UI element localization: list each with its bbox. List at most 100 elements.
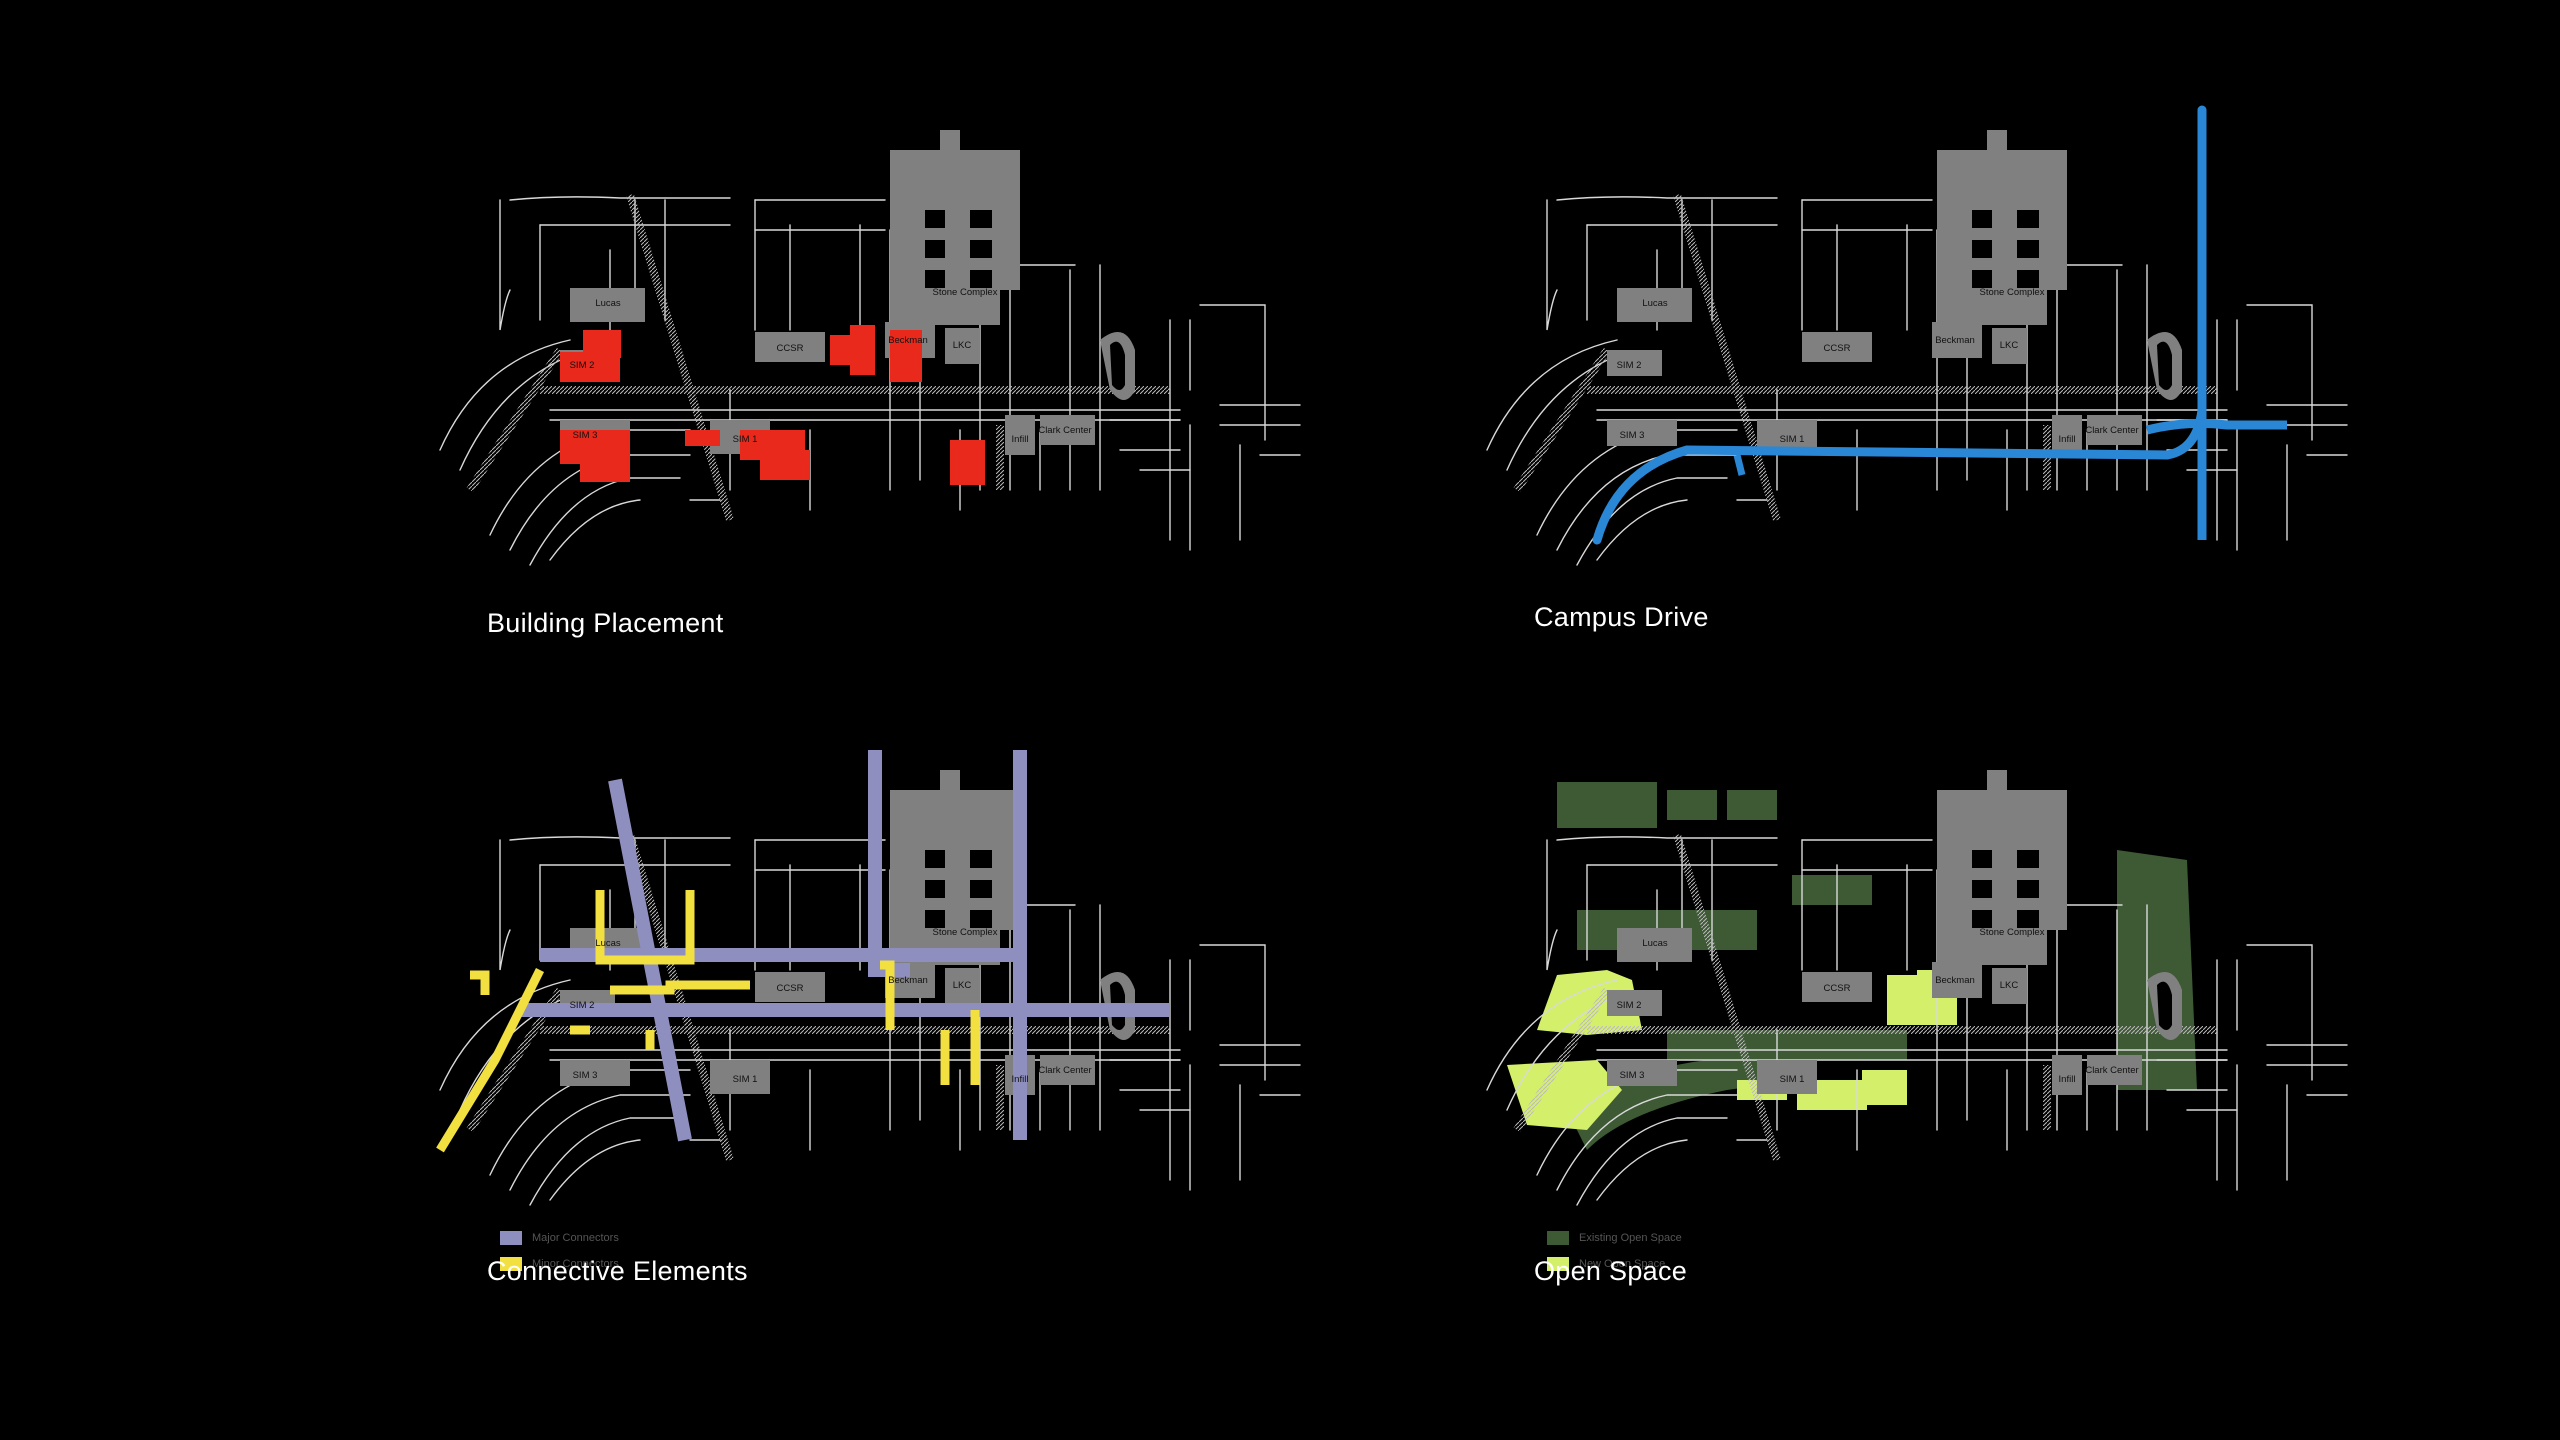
- stone-courtyard: [970, 270, 992, 288]
- hatched-path: [1513, 347, 1611, 493]
- existing-open-space-area: [2117, 850, 2197, 1090]
- building-label-infill: Infill: [2059, 1074, 2076, 1085]
- minor-connector-path: [880, 960, 895, 1030]
- lkc-building: [945, 328, 980, 364]
- hatched-path: [1673, 193, 1781, 522]
- building-label-clark: Clark Center: [1038, 425, 1091, 436]
- new-open-space-area: [1862, 1070, 1907, 1105]
- building-label-lkc: LKC: [2000, 340, 2019, 351]
- connective-elements-caption: Connective Elements: [487, 1256, 748, 1286]
- building-label-infill: Infill: [2059, 434, 2076, 445]
- building-label-lkc: LKC: [953, 340, 972, 351]
- stone-courtyard: [970, 850, 992, 868]
- street-line: [2246, 944, 2313, 1081]
- street-line: [1486, 979, 1618, 1091]
- legend-major-connectors: Major Connectors: [500, 1228, 619, 1248]
- building-label-lucas: Lucas: [1642, 938, 1668, 949]
- stone-courtyard: [925, 240, 945, 258]
- street-line: [499, 839, 511, 971]
- new-building-footprint: [850, 325, 875, 375]
- minor-connector-path: [436, 967, 545, 1153]
- street-line: [1556, 196, 1778, 201]
- stone-courtyard: [2017, 910, 2039, 928]
- sim3-building: [560, 1060, 630, 1086]
- clark-building: [1040, 415, 1095, 445]
- minor-connector-label: Minor Connectors: [532, 1258, 619, 1270]
- hatched-path: [466, 347, 564, 493]
- sim1-building: [1757, 1060, 1817, 1094]
- sim2-building: [1607, 350, 1662, 376]
- clark-building: [2087, 1055, 2142, 1085]
- building-label-sim3: SIM 3: [573, 1070, 598, 1081]
- building-label-clark: Clark Center: [2085, 1065, 2138, 1076]
- building-label-sim2: SIM 2: [570, 1000, 595, 1011]
- open-space-legend: Existing Open Space New Open Space: [1547, 1228, 1682, 1280]
- new-open-space-area: [1537, 970, 1642, 1035]
- stone-courtyard: [925, 910, 945, 928]
- street-line: [1576, 1117, 1728, 1206]
- stone-courtyard: [925, 850, 945, 868]
- street-line: [549, 1139, 641, 1201]
- street-line: [1556, 1094, 1738, 1191]
- stone-courtyard: [2017, 210, 2039, 228]
- ccsr-building: [1802, 332, 1872, 362]
- street-line: [1596, 499, 1688, 561]
- stone-courtyard: [925, 270, 945, 288]
- street-line: [1556, 836, 1778, 841]
- building-label-sim2: SIM 2: [570, 360, 595, 371]
- stone-courtyard: [1972, 210, 1992, 228]
- clark-oval-inner: [2157, 341, 2172, 390]
- hatched-path: [1673, 833, 1781, 1162]
- stone-courtyard: [1972, 240, 1992, 258]
- building-label-lkc: LKC: [953, 980, 972, 991]
- stone-courtyard: [1972, 270, 1992, 288]
- building-label-sim3: SIM 3: [573, 430, 598, 441]
- building-label-ccsr: CCSR: [777, 983, 804, 994]
- street-line: [499, 199, 511, 331]
- building-label-sim1: SIM 1: [1780, 434, 1805, 445]
- ccsr-building: [755, 332, 825, 362]
- building-label-beckman: Beckman: [888, 335, 928, 346]
- building-label-stone: Stone Complex: [1980, 287, 2045, 298]
- street-line: [2246, 304, 2313, 441]
- building-label-sim1: SIM 1: [733, 434, 758, 445]
- major-connector-label: Major Connectors: [532, 1232, 619, 1244]
- building-label-ccsr: CCSR: [1824, 343, 1851, 354]
- stone-courtyard: [1972, 850, 1992, 868]
- building-label-infill: Infill: [1012, 434, 1029, 445]
- building-label-ccsr: CCSR: [777, 343, 804, 354]
- building-label-clark: Clark Center: [2085, 425, 2138, 436]
- street-line: [509, 836, 731, 841]
- connective-legend: Major Connectors Minor Connectors: [500, 1228, 619, 1280]
- sim1-building: [710, 1060, 770, 1094]
- existing-open-space-area: [1667, 1030, 1907, 1060]
- hatched-path: [1513, 987, 1611, 1133]
- stone-courtyard: [970, 240, 992, 258]
- building-label-lucas: Lucas: [1642, 298, 1668, 309]
- new-open-space-label: New Open Space: [1579, 1258, 1666, 1270]
- stone-courtyard: [2017, 850, 2039, 868]
- building-label-ccsr: CCSR: [1824, 983, 1851, 994]
- street-line: [529, 1117, 681, 1206]
- street-line: [1546, 839, 1558, 971]
- new-open-space-area: [1887, 975, 1922, 1025]
- building-label-sim2: SIM 2: [1617, 1000, 1642, 1011]
- minor-connector-swatch: [500, 1257, 522, 1271]
- building-label-beckman: Beckman: [888, 975, 928, 986]
- sim3-building: [1607, 420, 1677, 446]
- new-building-footprint: [890, 330, 922, 382]
- clark-oval-inner: [2157, 981, 2172, 1030]
- lkc-building: [1992, 328, 2027, 364]
- lucas-building: [1617, 288, 1692, 322]
- minor-connector-path: [470, 970, 490, 995]
- lkc-building: [945, 968, 980, 1004]
- lucas-building: [570, 288, 645, 322]
- infill-building: [2052, 415, 2082, 455]
- beckman-building: [1932, 322, 1982, 358]
- ccsr-building: [755, 972, 825, 1002]
- building-label-sim1: SIM 1: [733, 1074, 758, 1085]
- minor-connector-path: [610, 980, 750, 995]
